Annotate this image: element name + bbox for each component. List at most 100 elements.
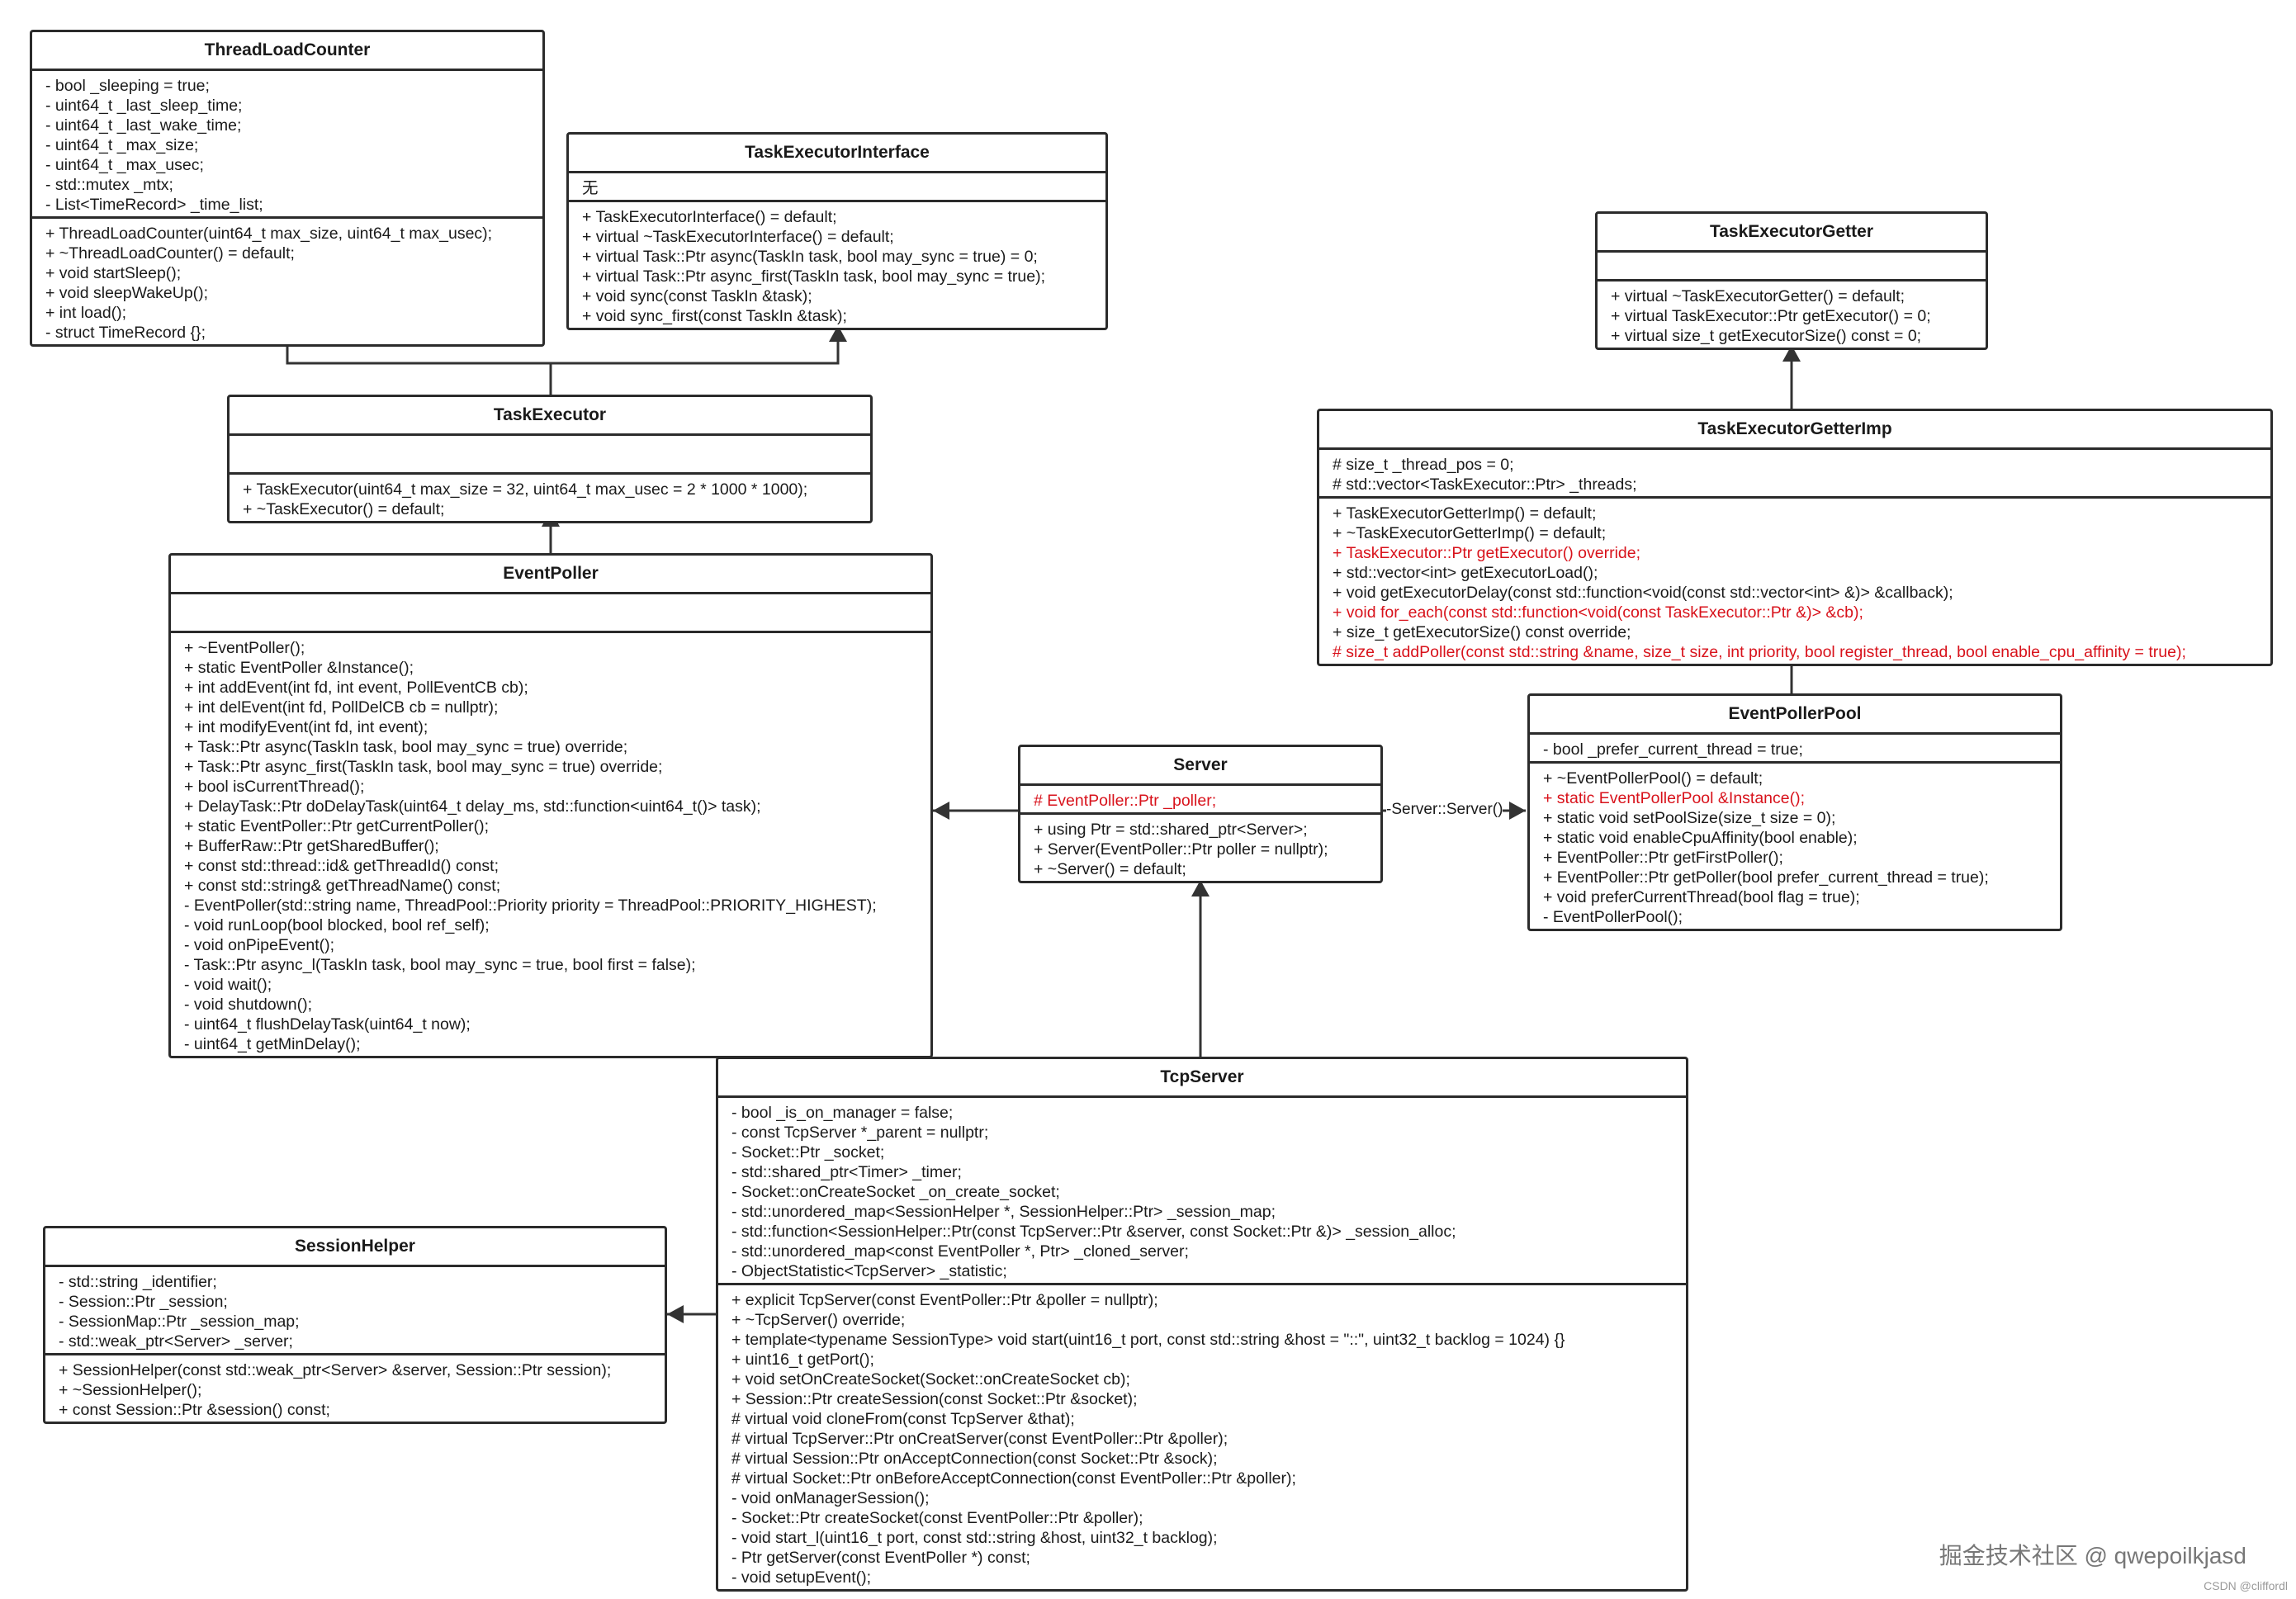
member-line: - uint64_t _max_usec; [45, 156, 204, 174]
member-line: + void getExecutorDelay(const std::funct… [1333, 584, 1953, 602]
attributes-section [1598, 253, 1986, 281]
member-line: + TaskExecutorGetterImp() = default; [1333, 504, 1597, 523]
member-line: + void sync(const TaskIn &task); [582, 287, 812, 305]
member-line: + EventPoller::Ptr getFirstPoller(); [1543, 849, 1783, 867]
attributes-section: - bool _is_on_manager = false;- const Tc… [718, 1098, 1686, 1285]
member-line: + static EventPollerPool &Instance(); [1543, 789, 1806, 807]
methods-section: + ThreadLoadCounter(uint64_t max_size, u… [32, 219, 542, 344]
member-line: - std::unordered_map<SessionHelper *, Se… [731, 1203, 1276, 1221]
class-event-poller[interactable]: EventPoller + ~EventPoller(); + static Ev… [168, 553, 933, 1058]
methods-section: + SessionHelper(const std::weak_ptr<Serv… [45, 1355, 665, 1422]
member-line: + TaskExecutor::Ptr getExecutor() overri… [1333, 544, 1641, 562]
member-line: - void start_l(uint16_t port, const std:… [731, 1529, 1218, 1547]
methods-section: + TaskExecutor(uint64_t max_size = 32, u… [230, 475, 870, 521]
attributes-section [171, 594, 930, 633]
class-session-helper[interactable]: SessionHelper - std::string _identifier;… [43, 1226, 667, 1424]
member-line: + const Session::Ptr &session() const; [59, 1401, 330, 1419]
methods-section: + virtual ~TaskExecutorGetter() = defaul… [1598, 281, 1986, 348]
member-line: - void onManagerSession(); [731, 1489, 930, 1507]
class-title: ThreadLoadCounter [32, 32, 542, 71]
member-line: + ~EventPoller(); [184, 639, 305, 657]
member-line: # size_t addPoller(const std::string &na… [1333, 643, 2186, 661]
member-line: + ThreadLoadCounter(uint64_t max_size, u… [45, 225, 493, 243]
member-line: - List<TimeRecord> _time_list; [45, 196, 263, 214]
member-line: + DelayTask::Ptr doDelayTask(uint64_t de… [184, 797, 761, 816]
class-event-poller-pool[interactable]: EventPollerPool - bool _prefer_current_t… [1527, 693, 2062, 931]
member-line: + const std::thread::id& getThreadId() c… [184, 857, 499, 875]
member-line: - EventPoller(std::string name, ThreadPo… [184, 896, 877, 915]
member-line: + ~Server() = default; [1034, 860, 1186, 878]
member-line: + int load(); [45, 304, 127, 322]
member-line: - uint64_t flushDelayTask(uint64_t now); [184, 1015, 471, 1034]
member-line: - uint64_t _last_sleep_time; [45, 97, 243, 115]
member-line: - SessionMap::Ptr _session_map; [59, 1313, 300, 1331]
member-line: + int modifyEvent(int fd, int event); [184, 718, 428, 736]
member-line: + ~TaskExecutorGetterImp() = default; [1333, 524, 1607, 542]
member-line: + std::vector<int> getExecutorLoad(); [1333, 564, 1598, 582]
member-line: + bool isCurrentThread(); [184, 778, 365, 796]
class-task-executor[interactable]: TaskExecutor + TaskExecutor(uint64_t max… [227, 395, 873, 523]
member-line: + Task::Ptr async_first(TaskIn task, boo… [184, 758, 663, 776]
methods-section: + ~EventPoller(); + static EventPoller &I… [171, 633, 930, 1056]
class-tcp-server[interactable]: TcpServer - bool _is_on_manager = false;… [716, 1057, 1688, 1592]
attributes-section: # EventPoller::Ptr _poller; [1020, 786, 1380, 815]
member-line: - std::weak_ptr<Server> _server; [59, 1332, 293, 1351]
member-line: - void shutdown(); [184, 996, 312, 1014]
member-line: + using Ptr = std::shared_ptr<Server>; [1034, 821, 1308, 839]
member-line: + void sync_first(const TaskIn &task); [582, 307, 847, 325]
member-line: + explicit TcpServer(const EventPoller::… [731, 1291, 1158, 1309]
class-task-executor-getter-imp[interactable]: TaskExecutorGetterImp # size_t _thread_p… [1317, 409, 2273, 666]
member-line: + virtual TaskExecutor::Ptr getExecutor(… [1611, 307, 1931, 325]
member-line: + void sleepWakeUp(); [45, 284, 209, 302]
member-line: # virtual Socket::Ptr onBeforeAcceptConn… [731, 1469, 1296, 1488]
member-line: + virtual Task::Ptr async(TaskIn task, b… [582, 248, 1038, 266]
member-line: - std::mutex _mtx; [45, 176, 173, 194]
watermark-small: CSDN @cliffordl [2204, 1579, 2288, 1592]
member-line: + virtual Task::Ptr async_first(TaskIn t… [582, 267, 1046, 286]
member-line: # std::vector<TaskExecutor::Ptr> _thread… [1333, 475, 1637, 494]
member-line: - void wait(); [184, 976, 272, 994]
member-line: - ObjectStatistic<TcpServer> _statistic; [731, 1262, 1007, 1280]
member-line: + void setOnCreateSocket(Socket::onCreat… [731, 1370, 1130, 1388]
member-line: + ~ThreadLoadCounter() = default; [45, 244, 295, 263]
member-line: - std::function<SessionHelper::Ptr(const… [731, 1223, 1456, 1241]
member-line: + ~SessionHelper(); [59, 1381, 202, 1399]
attributes-section: - std::string _identifier;- Session::Ptr… [45, 1267, 665, 1355]
member-line: + Task::Ptr async(TaskIn task, bool may_… [184, 738, 628, 756]
member-line: - Session::Ptr _session; [59, 1293, 228, 1311]
methods-section: + explicit TcpServer(const EventPoller::… [718, 1285, 1686, 1589]
class-task-executor-getter[interactable]: TaskExecutorGetter + virtual ~TaskExecut… [1595, 211, 1988, 350]
member-line: - uint64_t _max_size; [45, 136, 199, 154]
member-line: - Ptr getServer(const EventPoller *) con… [731, 1549, 1030, 1567]
member-line: + uint16_t getPort(); [731, 1351, 874, 1369]
class-title: TcpServer [718, 1059, 1686, 1098]
attributes-section: - bool _sleeping = true;- uint64_t _last… [32, 71, 542, 219]
class-title: Server [1020, 747, 1380, 786]
class-server[interactable]: Server # EventPoller::Ptr _poller; + usi… [1018, 745, 1383, 883]
attributes-section: 无 [569, 173, 1105, 202]
member-line: - Socket::Ptr _socket; [731, 1143, 885, 1161]
member-line: + static EventPoller::Ptr getCurrentPoll… [184, 817, 490, 835]
member-line: - void setupEvent(); [731, 1568, 872, 1587]
member-line: # EventPoller::Ptr _poller; [1034, 792, 1217, 810]
member-line: - uint64_t getMinDelay(); [184, 1035, 361, 1053]
member-line: + static EventPoller &Instance(); [184, 659, 414, 677]
class-task-executor-interface[interactable]: TaskExecutorInterface 无 + TaskExecutorIn… [566, 132, 1108, 330]
member-line: + BufferRaw::Ptr getSharedBuffer(); [184, 837, 439, 855]
class-title: EventPoller [171, 556, 930, 594]
attributes-section [230, 436, 870, 475]
member-line: - std::string _identifier; [59, 1273, 217, 1291]
member-line: + Server(EventPoller::Ptr poller = nullp… [1034, 840, 1328, 859]
member-line: + virtual ~TaskExecutorInterface() = def… [582, 228, 894, 246]
class-thread-load-counter[interactable]: ThreadLoadCounter - bool _sleeping = tru… [30, 30, 545, 347]
member-line: + template<typename SessionType> void st… [731, 1331, 1565, 1349]
inherit-task-executor-line-2 [551, 325, 847, 365]
member-line: - Socket::Ptr createSocket(const EventPo… [731, 1509, 1143, 1527]
methods-section: + TaskExecutorGetterImp() = default;+ ~T… [1319, 499, 2270, 664]
methods-section: + ~EventPollerPool() = default;+ static … [1530, 764, 2060, 929]
member-line: + Session::Ptr createSession(const Socke… [731, 1390, 1138, 1408]
member-line: + size_t getExecutorSize() const overrid… [1333, 623, 1631, 641]
member-line: + virtual ~TaskExecutorGetter() = defaul… [1611, 287, 1905, 305]
association-label: -Server::Server() [1386, 801, 1503, 819]
member-line: # virtual Session::Ptr onAcceptConnectio… [731, 1450, 1218, 1468]
